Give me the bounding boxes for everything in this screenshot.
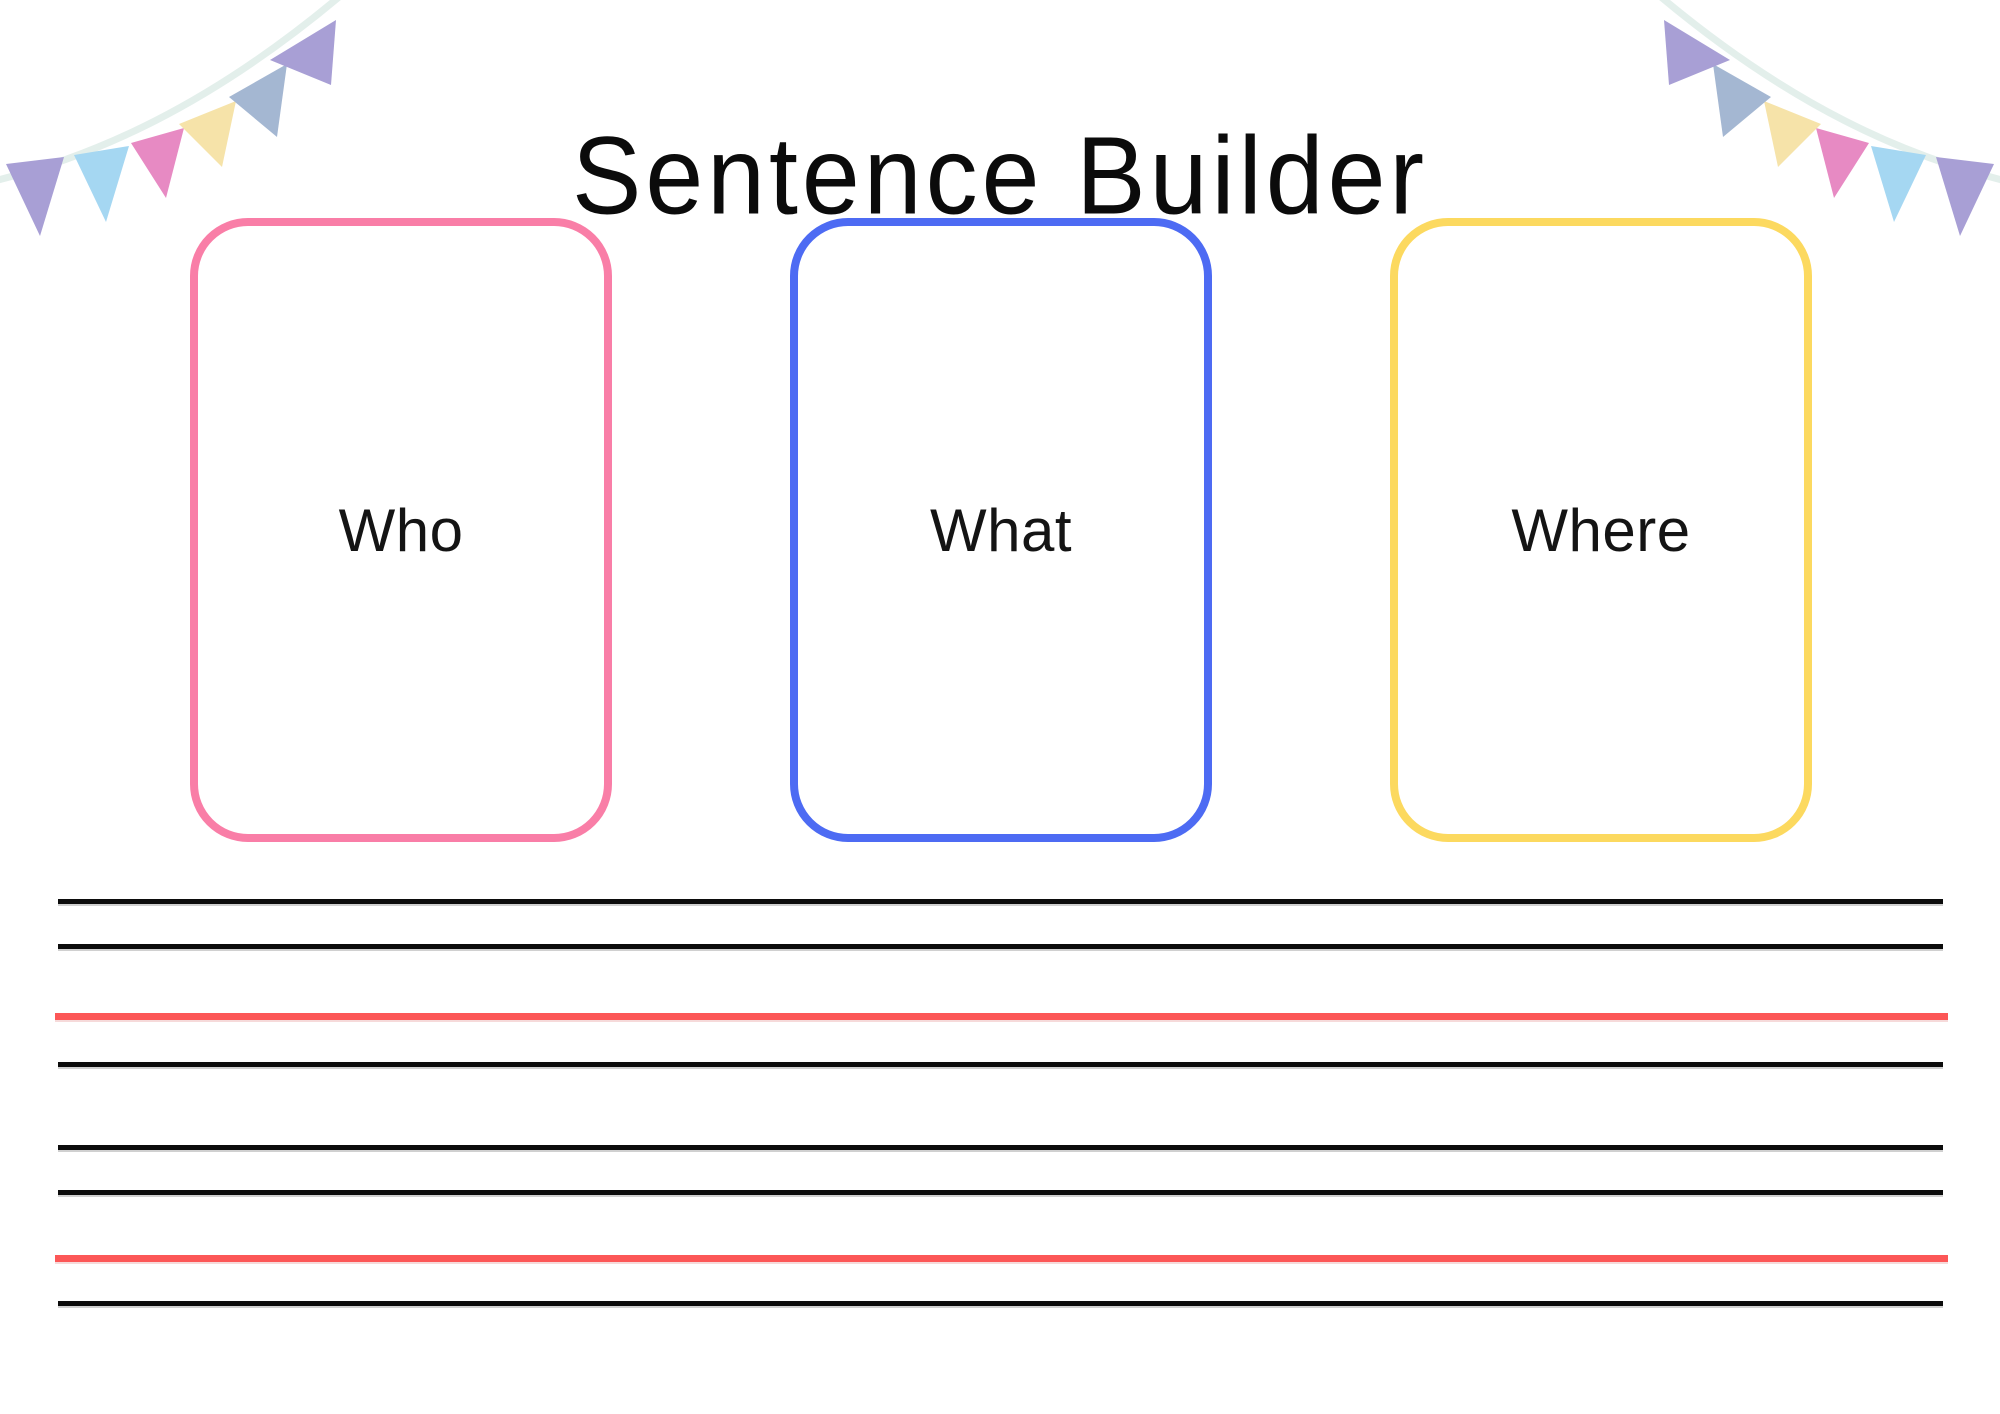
writing-line	[58, 1190, 1943, 1195]
bunting-flag-pink-icon	[131, 128, 184, 198]
bunting-flag-lavender-icon	[1664, 20, 1730, 85]
bunting-flag-yellow-icon	[179, 101, 236, 167]
writing-line-baseline	[55, 1013, 1948, 1020]
bunting-flag-pink-icon	[1816, 128, 1869, 198]
bunting-flag-bluegray-icon	[229, 64, 287, 137]
bunting-flag-lavender-icon	[270, 20, 336, 85]
writing-line-baseline	[55, 1255, 1948, 1262]
who-box-label: Who	[338, 496, 464, 564]
writing-line	[58, 944, 1943, 949]
bunting-flag-lightblue-icon	[74, 146, 129, 222]
what-box: What	[790, 218, 1212, 842]
bunting-flag-bluegray-icon	[1713, 64, 1771, 137]
page-title: Sentence Builder	[571, 114, 1429, 238]
writing-line	[58, 899, 1943, 904]
writing-line	[58, 1301, 1943, 1306]
bunting-right-decoration	[1652, 0, 2000, 236]
bunting-left-decoration	[0, 0, 341, 236]
where-box-label: Where	[1511, 496, 1691, 564]
bunting-flag-yellow-icon	[1764, 101, 1821, 167]
where-box: Where	[1390, 218, 1812, 842]
writing-line	[58, 1145, 1943, 1150]
what-box-label: What	[929, 496, 1073, 564]
bunting-flag-lightblue-icon	[1871, 146, 1926, 222]
bunting-flag-lavender-icon	[1936, 157, 1994, 236]
writing-line	[58, 1062, 1943, 1067]
bunting-flag-lavender-icon	[6, 157, 64, 236]
who-box: Who	[190, 218, 612, 842]
